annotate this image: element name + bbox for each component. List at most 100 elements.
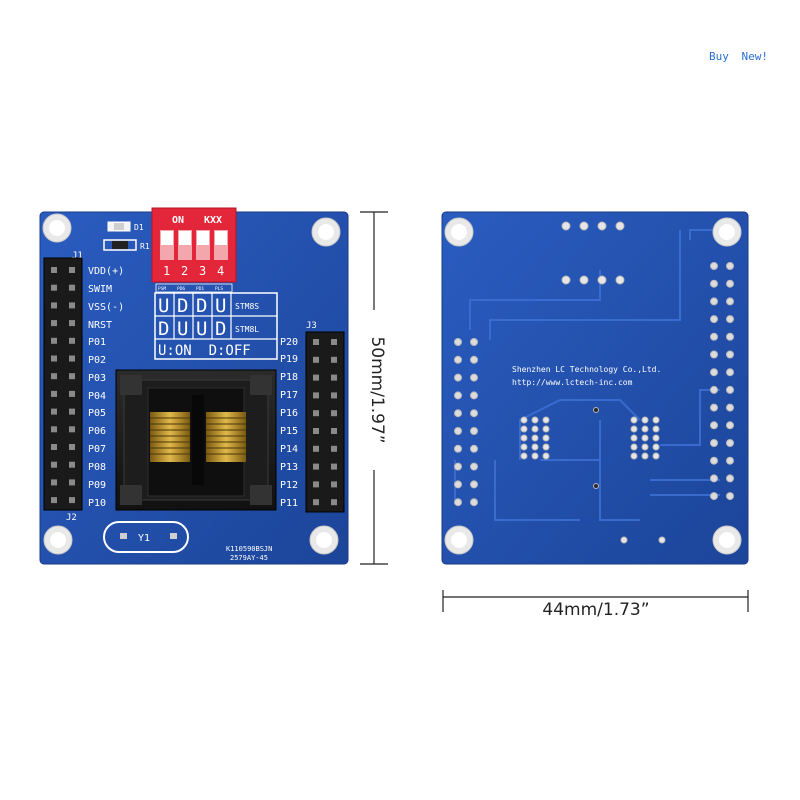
header-pin bbox=[331, 445, 337, 452]
solder-pad bbox=[652, 452, 660, 460]
header-pin bbox=[51, 284, 57, 291]
solder-pad bbox=[641, 416, 649, 424]
solder-pad bbox=[726, 403, 734, 412]
solder-pad bbox=[470, 462, 478, 471]
header-pin bbox=[69, 461, 75, 468]
solder-pad bbox=[641, 452, 649, 460]
solder-pad bbox=[470, 373, 478, 382]
solder-pad bbox=[520, 443, 528, 451]
solder-pad bbox=[641, 434, 649, 442]
header-pin bbox=[313, 445, 319, 452]
mounting-hole bbox=[444, 217, 742, 555]
buy-new-link[interactable]: Buy New! bbox=[709, 50, 768, 63]
solder-pad bbox=[593, 483, 599, 489]
solder-pad bbox=[726, 315, 734, 324]
dip-number-2: 2 bbox=[181, 264, 188, 278]
solder-pad bbox=[579, 275, 589, 285]
svg-text:P19: P19 bbox=[280, 354, 298, 365]
solder-pad bbox=[710, 385, 718, 394]
mounting-hole bbox=[42, 213, 341, 555]
sop-socket bbox=[115, 369, 277, 511]
dip-on-label: ON bbox=[172, 215, 184, 226]
board-code-1: K110590BSJN bbox=[226, 545, 272, 553]
svg-text:U: U bbox=[177, 318, 188, 340]
svg-text:VSS(-): VSS(-) bbox=[88, 302, 124, 313]
width-label: 44mm/1.73” bbox=[542, 600, 649, 620]
solder-pad bbox=[630, 434, 638, 442]
svg-text:P05: P05 bbox=[88, 408, 106, 419]
header-pin bbox=[331, 356, 337, 363]
header-pin bbox=[69, 497, 75, 504]
dip-number-3: 3 bbox=[199, 264, 206, 278]
solder-pad bbox=[454, 498, 462, 507]
crystal-y1: Y1 bbox=[103, 521, 189, 553]
svg-text:SWIM: SWIM bbox=[88, 284, 112, 295]
solder-pad bbox=[561, 221, 571, 231]
company-url: http://www.lctech-inc.com bbox=[512, 378, 633, 387]
solder-pad bbox=[542, 434, 550, 442]
solder-pads bbox=[454, 221, 734, 544]
solder-pad bbox=[470, 391, 478, 400]
header-pin bbox=[331, 410, 337, 417]
header-pin bbox=[69, 355, 75, 362]
solder-pad bbox=[470, 338, 478, 346]
width-dimension: 44mm/1.73” bbox=[442, 590, 749, 620]
header-pin bbox=[69, 479, 75, 486]
header-pin bbox=[331, 428, 337, 434]
solder-pad bbox=[470, 409, 478, 418]
solder-pad bbox=[454, 409, 462, 418]
solder-pad bbox=[470, 427, 478, 435]
solder-pad bbox=[531, 434, 539, 442]
dip-top-labels: PSM PD6 PD1 PLS bbox=[155, 283, 233, 293]
svg-text:P12: P12 bbox=[280, 480, 298, 491]
solder-pad bbox=[597, 221, 607, 231]
dip-number-1: 1 bbox=[163, 264, 170, 278]
height-dimension: 50mm/1.97” bbox=[360, 211, 388, 565]
solder-pad bbox=[454, 373, 462, 382]
solder-pad bbox=[531, 452, 539, 460]
solder-pad bbox=[470, 498, 478, 507]
solder-pad bbox=[710, 297, 718, 306]
svg-text:P14: P14 bbox=[280, 444, 298, 455]
svg-text:P16: P16 bbox=[280, 408, 298, 419]
solder-pad bbox=[454, 355, 462, 364]
solder-pad bbox=[593, 407, 599, 413]
solder-pad bbox=[630, 416, 638, 424]
svg-text:PD1: PD1 bbox=[196, 286, 204, 292]
header-pin bbox=[313, 356, 319, 363]
svg-text:P15: P15 bbox=[280, 426, 298, 437]
solder-pad bbox=[454, 427, 462, 435]
solder-pad bbox=[652, 434, 660, 442]
stm8l-tag: STM8L bbox=[235, 325, 259, 334]
solder-pad bbox=[652, 425, 660, 433]
solder-pad bbox=[726, 492, 734, 501]
solder-pad bbox=[470, 480, 478, 489]
d1-label: D1 bbox=[134, 223, 144, 232]
header-pin bbox=[51, 444, 57, 450]
solder-pad bbox=[531, 425, 539, 433]
solder-pad bbox=[652, 416, 660, 424]
left-pin-labels: VDD(+) SWIM VSS(-) NRST P01 P02 P03 P04 … bbox=[88, 266, 124, 509]
svg-text:D: D bbox=[196, 295, 207, 317]
solder-pad bbox=[726, 297, 734, 306]
solder-pad bbox=[454, 480, 462, 489]
header-pin bbox=[69, 444, 75, 450]
header-pin bbox=[313, 410, 319, 417]
svg-text:P04: P04 bbox=[88, 391, 106, 402]
header-pin bbox=[331, 339, 337, 345]
svg-text:PSM: PSM bbox=[158, 286, 166, 292]
y1-label: Y1 bbox=[138, 533, 150, 544]
svg-text:P03: P03 bbox=[88, 373, 106, 384]
solder-pad bbox=[710, 332, 718, 341]
header-pin bbox=[69, 408, 75, 415]
solder-pad bbox=[454, 444, 462, 453]
solder-pad bbox=[630, 452, 638, 460]
header-pin bbox=[69, 337, 75, 344]
dip-kxx-label: KXX bbox=[204, 215, 222, 226]
header-pin bbox=[69, 426, 75, 433]
solder-pad bbox=[615, 275, 625, 285]
svg-text:P20: P20 bbox=[280, 337, 298, 348]
dip-switch[interactable]: ON KXX 1 2 3 4 bbox=[151, 207, 237, 283]
front-board: D1 R1 ON KXX 1 2 3 4 bbox=[39, 207, 349, 565]
header-pin bbox=[331, 463, 337, 470]
